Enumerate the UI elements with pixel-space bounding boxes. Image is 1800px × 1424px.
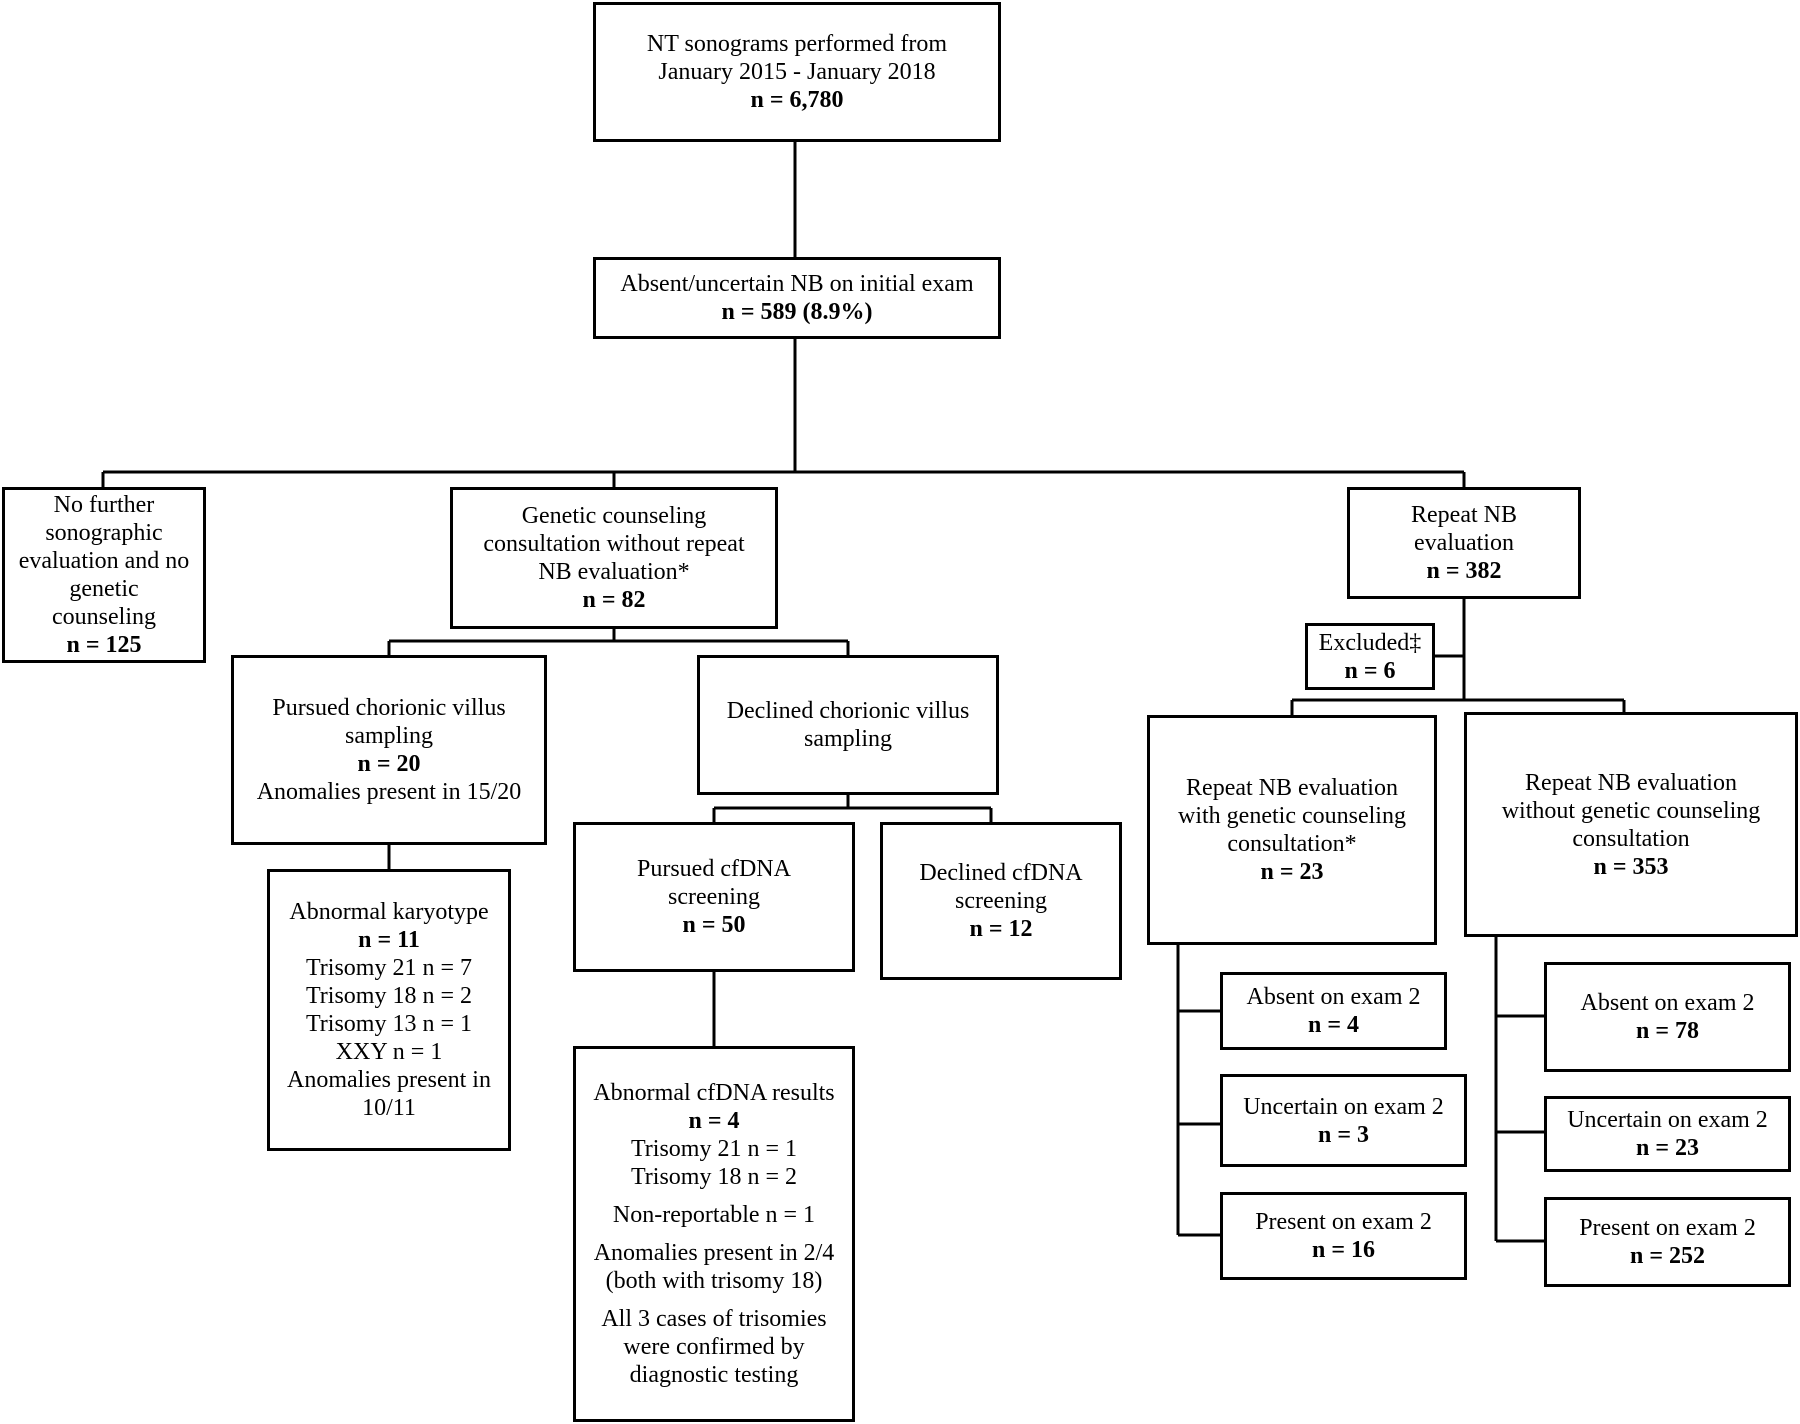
initial-exam-line-1: Absent/uncertain NB on initial exam — [620, 271, 974, 297]
cvs-pursued-line-2: sampling — [345, 723, 433, 749]
gc-present-exam2-box: Present on exam 2 n = 16 — [1220, 1192, 1467, 1280]
repeat-with-gc-box: Repeat NB evaluation with genetic counse… — [1147, 715, 1437, 945]
cfdna-pursued-line-1: Pursued cfDNA — [637, 856, 791, 882]
cvs-declined-line-2: sampling — [804, 726, 892, 752]
repeat-gc-line-2: with genetic counseling — [1178, 803, 1406, 829]
nogc-uncertain-label: Uncertain on exam 2 — [1567, 1107, 1768, 1133]
cfdna-declined-line-2: screening — [955, 888, 1047, 914]
excluded-count: n = 6 — [1344, 657, 1396, 684]
repeat-no-gc-line-2: without genetic counseling — [1501, 797, 1761, 824]
cfdna-pursued-box: Pursued cfDNA screening n = 50 — [573, 822, 855, 972]
gc-no-repeat-line-3: NB evaluation* — [538, 559, 690, 585]
karyotype-trisomy-21: Trisomy 21 n = 7 — [305, 955, 473, 981]
nogc-uncertain-count: n = 23 — [1635, 1135, 1700, 1161]
cvs-declined-box: Declined chorionic villus sampling — [697, 655, 999, 795]
repeat-gc-line-3: consultation* — [1227, 831, 1357, 857]
karyotype-title: Abnormal karyotype — [289, 899, 489, 925]
karyotype-count: n = 11 — [358, 927, 420, 953]
no-further-line-3: evaluation and no — [18, 548, 190, 574]
repeat-nb-line-1: Repeat NB — [1411, 502, 1517, 528]
cfdna-abnormal-confirmed-line-2: were confirmed by — [623, 1334, 805, 1360]
cfdna-pursued-count: n = 50 — [682, 912, 746, 938]
start-line-2: January 2015 - January 2018 — [658, 59, 936, 85]
nogc-absent-count: n = 78 — [1635, 1018, 1700, 1044]
excluded-label: Excluded‡ — [1318, 629, 1422, 656]
gc-uncertain-count: n = 3 — [1317, 1121, 1370, 1148]
cfdna-abnormal-trisomy-18: Trisomy 18 n = 2 — [630, 1164, 798, 1190]
start-line-1: NT sonograms performed from — [646, 31, 948, 57]
gc-present-count: n = 16 — [1311, 1237, 1376, 1263]
cfdna-abnormal-anomalies-line-1: Anomalies present in 2/4 — [593, 1240, 835, 1266]
repeat-no-gc-line-3: consultation — [1572, 825, 1690, 852]
cfdna-declined-line-1: Declined cfDNA — [919, 860, 1083, 886]
start-count: n = 6,780 — [750, 87, 844, 113]
gc-absent-label: Absent on exam 2 — [1246, 984, 1421, 1010]
cfdna-pursued-line-2: screening — [668, 884, 760, 910]
karyotype-trisomy-18: Trisomy 18 n = 2 — [305, 983, 473, 1009]
cfdna-abnormal-count: n = 4 — [688, 1108, 740, 1134]
gc-no-repeat-line-2: consultation without repeat — [483, 531, 745, 557]
repeat-nb-evaluation-box: Repeat NB evaluation n = 382 — [1347, 487, 1581, 599]
repeat-gc-line-1: Repeat NB evaluation — [1186, 775, 1398, 801]
karyotype-anomalies-line-2: 10/11 — [362, 1095, 416, 1121]
cfdna-abnormal-trisomy-21: Trisomy 21 n = 1 — [630, 1136, 798, 1162]
gc-no-repeat-line-1: Genetic counseling — [521, 503, 707, 529]
cfdna-abnormal-confirmed-line-1: All 3 cases of trisomies — [601, 1306, 827, 1332]
karyotype-trisomy-13: Trisomy 13 n = 1 — [305, 1011, 473, 1037]
repeat-nb-line-2: evaluation — [1414, 530, 1514, 556]
cfdna-declined-count: n = 12 — [969, 916, 1033, 942]
cvs-pursued-count: n = 20 — [357, 751, 421, 777]
no-further-line-2: sonographic — [45, 520, 163, 546]
karyotype-xxy: XXY n = 1 — [335, 1039, 443, 1065]
repeat-no-gc-count: n = 353 — [1593, 853, 1669, 880]
nogc-absent-exam2-box: Absent on exam 2 n = 78 — [1544, 962, 1791, 1072]
no-further-line-1: No further — [53, 492, 155, 518]
nogc-present-exam2-box: Present on exam 2 n = 252 — [1544, 1197, 1791, 1287]
abnormal-cfdna-results-box: Abnormal cfDNA results n = 4 Trisomy 21 … — [573, 1046, 855, 1422]
karyotype-anomalies-line-1: Anomalies present in — [287, 1067, 491, 1093]
gc-present-label: Present on exam 2 — [1255, 1209, 1432, 1235]
gc-no-repeat-count: n = 82 — [582, 587, 646, 613]
abnormal-karyotype-box: Abnormal karyotype n = 11 Trisomy 21 n =… — [267, 869, 511, 1151]
repeat-gc-count: n = 23 — [1260, 859, 1324, 885]
cfdna-abnormal-anomalies-line-2: (both with trisomy 18) — [605, 1268, 823, 1294]
genetic-counseling-no-repeat-box: Genetic counseling consultation without … — [450, 487, 778, 629]
gc-uncertain-exam2-box: Uncertain on exam 2 n = 3 — [1220, 1074, 1467, 1167]
gc-uncertain-label: Uncertain on exam 2 — [1243, 1093, 1444, 1120]
cfdna-abnormal-confirmed-line-3: diagnostic testing — [629, 1362, 799, 1388]
nogc-absent-label: Absent on exam 2 — [1580, 990, 1755, 1016]
cfdna-abnormal-title: Abnormal cfDNA results — [593, 1080, 835, 1106]
no-further-count: n = 125 — [66, 632, 142, 658]
cvs-declined-line-1: Declined chorionic villus — [726, 698, 970, 724]
repeat-without-gc-box: Repeat NB evaluation without genetic cou… — [1464, 712, 1798, 937]
nogc-present-label: Present on exam 2 — [1579, 1215, 1756, 1241]
cvs-pursued-anomalies: Anomalies present in 15/20 — [256, 779, 522, 805]
gc-absent-count: n = 4 — [1307, 1012, 1360, 1038]
no-further-line-5: counseling — [52, 604, 156, 630]
gc-absent-exam2-box: Absent on exam 2 n = 4 — [1220, 972, 1447, 1050]
initial-exam-count: n = 589 (8.9%) — [721, 299, 873, 325]
cvs-pursued-line-1: Pursued chorionic villus — [272, 695, 506, 721]
repeat-nb-count: n = 382 — [1426, 558, 1502, 584]
nogc-uncertain-exam2-box: Uncertain on exam 2 n = 23 — [1544, 1096, 1791, 1172]
excluded-box: Excluded‡ n = 6 — [1305, 623, 1435, 690]
initial-exam-box: Absent/uncertain NB on initial exam n = … — [593, 257, 1001, 339]
cfdna-abnormal-non-reportable: Non-reportable n = 1 — [612, 1202, 816, 1228]
cfdna-declined-box: Declined cfDNA screening n = 12 — [880, 822, 1122, 980]
no-further-line-4: genetic — [69, 576, 139, 602]
no-further-evaluation-box: No further sonographic evaluation and no… — [2, 487, 206, 663]
repeat-no-gc-line-1: Repeat NB evaluation — [1525, 769, 1737, 796]
start-box: NT sonograms performed from January 2015… — [593, 2, 1001, 142]
nogc-present-count: n = 252 — [1629, 1243, 1706, 1269]
cvs-pursued-box: Pursued chorionic villus sampling n = 20… — [231, 655, 547, 845]
